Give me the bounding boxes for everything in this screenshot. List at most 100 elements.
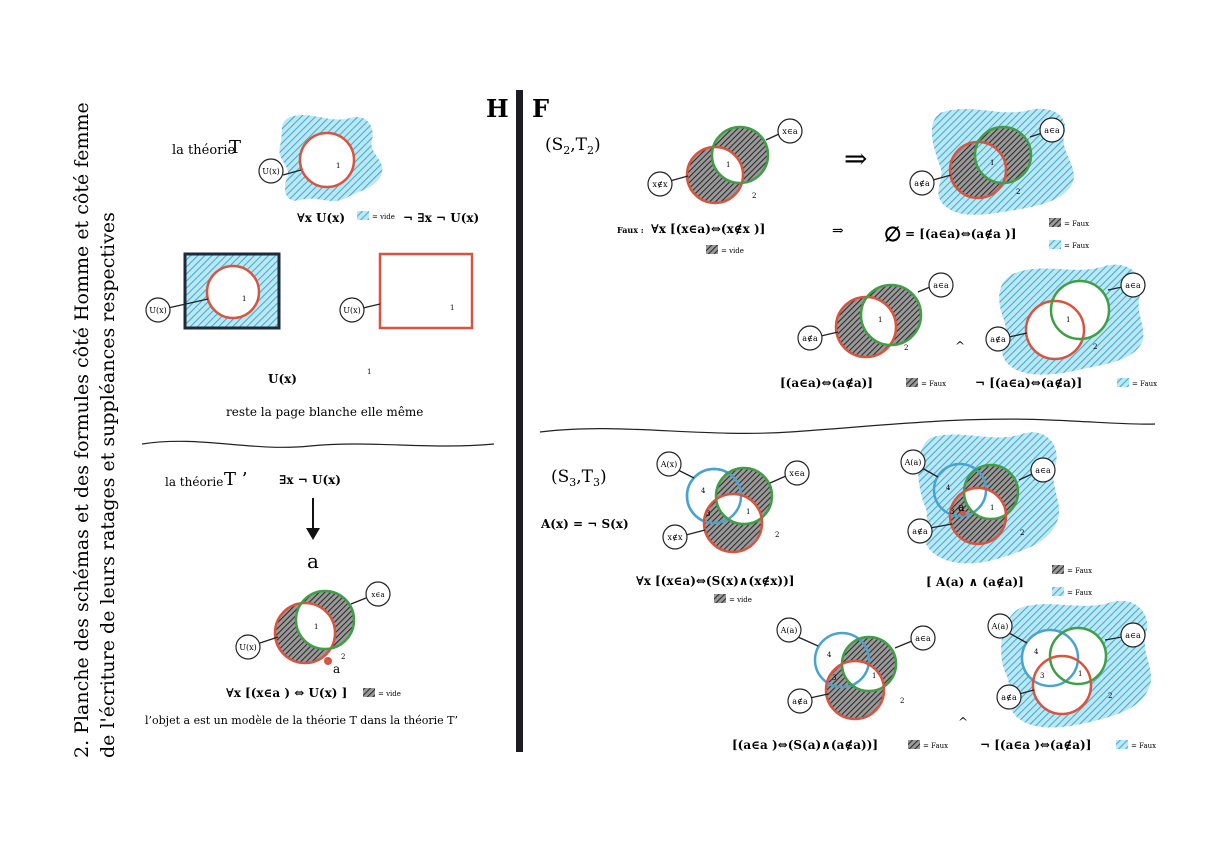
s3d-ana-label: a∉a [1001, 693, 1017, 702]
model-text: l’objet a est un modèle de la théorie T … [145, 714, 458, 727]
s3b-two: 2 [1020, 529, 1024, 537]
s3b-aa-upper-bubble [900, 449, 926, 475]
s2-faux-prefix: Faux : [617, 225, 644, 235]
theory-t-letter: T [229, 137, 241, 158]
s3-bl-faux: = Faux [923, 742, 948, 750]
s3b-point-label: a [958, 501, 965, 514]
s3-title-open: (S3,T3) [551, 467, 607, 489]
s3b-three: 3 [950, 508, 954, 516]
s3d-ain-bubble [1120, 622, 1146, 648]
s3-faux-legend-2: = Faux [1067, 589, 1092, 597]
s2-faux-swatch-2 [1049, 240, 1061, 249]
center-divider [516, 90, 523, 752]
s3d-aa-upper-label: A(a) [991, 622, 1009, 631]
s3c-aa-upper-label: A(a) [780, 626, 798, 635]
s2d-ana-bubble [985, 326, 1011, 352]
s2-vide-swatch [706, 245, 718, 254]
ux-bubble-2 [145, 297, 171, 323]
s2b-one: 1 [990, 159, 994, 167]
s2d-aa-bubble [1120, 272, 1146, 298]
s2-bl-faux: = Faux [921, 380, 946, 388]
s3c-aa-upper-bubble [776, 617, 802, 643]
s2-faux-swatch-1 [1049, 218, 1061, 227]
exists-not-ux: ∃x ¬ U(x) [279, 473, 341, 487]
vide-swatch [357, 211, 369, 220]
ux-label-4: U(x) [239, 643, 257, 652]
s3-bl-swatch [908, 740, 920, 749]
side-title-line2: de l'écriture de leurs ratages et supplé… [97, 212, 119, 758]
s3d-one: 1 [1078, 670, 1082, 678]
region-one: 1 [336, 162, 340, 170]
s2-empty-set: ∅ [884, 222, 901, 246]
s3a-three: 3 [706, 510, 710, 518]
s2-small-implies: ⇒ [832, 223, 844, 239]
s3d-aa-upper-bubble [987, 613, 1013, 639]
s3a-xx-label: x∉x [668, 533, 683, 542]
s3a-ax-label: A(x) [660, 460, 678, 469]
s3-faux-swatch-1 [1052, 565, 1064, 574]
forall-ux: ∀x U(x) [297, 211, 345, 225]
side-title-line1: 2. Planche des schémas et des formules c… [71, 102, 93, 758]
s2-vide-legend: = vide [721, 247, 744, 255]
s2b-two: 2 [1016, 188, 1020, 196]
h-theory-tp: la théorie T ’ ∃x ¬ U(x) a 1 2 a U(x) x∈… [145, 469, 458, 727]
not-exists-formula: ¬ ∃x ¬ U(x) [403, 211, 479, 225]
s3b-one: 1 [990, 504, 994, 512]
h-theory-t: la théorie T 1 U(x) ∀x U(x) = vide ¬ ∃x … [172, 114, 479, 225]
s2c-ana-label: a∉a [802, 334, 818, 343]
ux-bubble-3 [339, 297, 365, 323]
s3c-three: 3 [832, 674, 836, 682]
s2d-one: 1 [1066, 316, 1070, 324]
empty-square [378, 252, 474, 330]
s3-section: (S3,T3) A(x) = ¬ S(x) 4 3 1 2 A(x) x∈a x… [540, 432, 1156, 752]
s2-faux-legend-2: = Faux [1064, 242, 1089, 250]
s3-bottom-right-formula: ¬ [(a∈a )⇔(a∉a)] [980, 738, 1091, 752]
s2c-intersection [861, 297, 896, 345]
s2b-aa-bubble [1039, 117, 1065, 143]
s2c-one: 1 [878, 316, 882, 324]
s3d-four: 4 [1034, 648, 1039, 656]
s2c-ana-bubble [797, 325, 823, 351]
s3-br-faux: = Faux [1131, 742, 1156, 750]
s2-title-open: (S2,T2) [545, 135, 601, 157]
s3d-two: 2 [1108, 692, 1112, 700]
s3c-one: 1 [872, 672, 876, 680]
s2-eq-formula: = [(a∈a)⇔(a∉a )] [905, 227, 1016, 241]
s3c-ana-bubble [787, 688, 813, 714]
theory-tp-letter: T ’ [224, 469, 247, 490]
s3-br-swatch [1116, 740, 1128, 749]
model-formula: ∀x [(x∈a ) ⇔ U(x) ] [226, 686, 347, 700]
s2-forall-formula: ∀x [(x∈a)⇔(x∉x )] [651, 222, 765, 236]
s2b-ana-bubble [909, 170, 935, 196]
red-circle [298, 131, 356, 189]
s3b-point-dot [960, 510, 966, 516]
point-a-dot [324, 657, 332, 665]
s2a-two: 2 [752, 192, 756, 200]
s2c-two: 2 [904, 344, 908, 352]
header-f: F [532, 94, 549, 123]
s3a-xx-bubble [662, 524, 688, 550]
model-vide-legend: = vide [378, 690, 401, 698]
model-vide-swatch [363, 688, 375, 697]
xa-bubble [365, 581, 391, 607]
s3b-ain-bubble [1030, 457, 1056, 483]
s2-bottom-right-formula: ¬ [(a∈a)⇔(a∉a)] [975, 376, 1082, 390]
s3b-four: 4 [946, 484, 951, 492]
s3-faux-swatch-2 [1052, 587, 1064, 596]
s2a-xx-label: x∉x [653, 180, 668, 189]
blank-page-text: reste la page blanche elle même [226, 405, 423, 419]
ux-label-2: U(x) [149, 306, 167, 315]
s3a-one: 1 [746, 508, 750, 516]
s2a-xa-label: x∈a [782, 127, 797, 136]
down-arrow [306, 528, 320, 540]
right-wave-divider [539, 418, 1156, 434]
s3b-aa-upper-label: A(a) [904, 458, 922, 467]
s3d-ana-bubble [996, 684, 1022, 710]
vide-legend: = vide [372, 213, 395, 221]
ux-label-3: U(x) [343, 306, 361, 315]
s3-faux-legend-1: = Faux [1067, 567, 1092, 575]
s2d-ana-label: a∉a [990, 335, 1006, 344]
s2-faux-legend-1: = Faux [1064, 220, 1089, 228]
ux-label: U(x) [262, 167, 280, 176]
s3b-ana-bubble [907, 518, 933, 544]
